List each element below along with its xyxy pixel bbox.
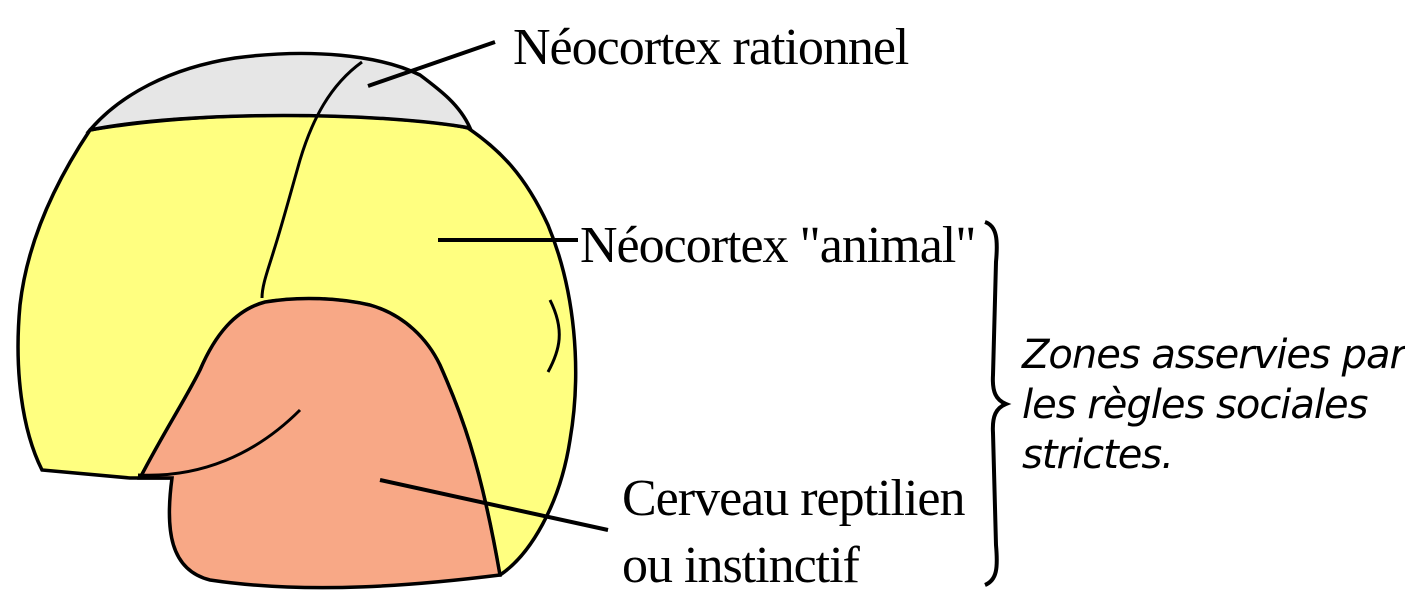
label-zones-line2: les règles sociales <box>1022 382 1368 428</box>
label-zones-line3: strictes. <box>1022 432 1173 478</box>
label-neocortex-animal: Néocortex "animal" <box>580 217 976 274</box>
label-cerveau-line2: ou instinctif <box>622 537 861 594</box>
brace <box>985 222 1006 585</box>
label-cerveau-line1: Cerveau reptilien <box>622 470 966 527</box>
label-zones-line1: Zones asservies par <box>1021 332 1405 378</box>
label-neocortex-rationnel: Néocortex rationnel <box>513 19 909 76</box>
